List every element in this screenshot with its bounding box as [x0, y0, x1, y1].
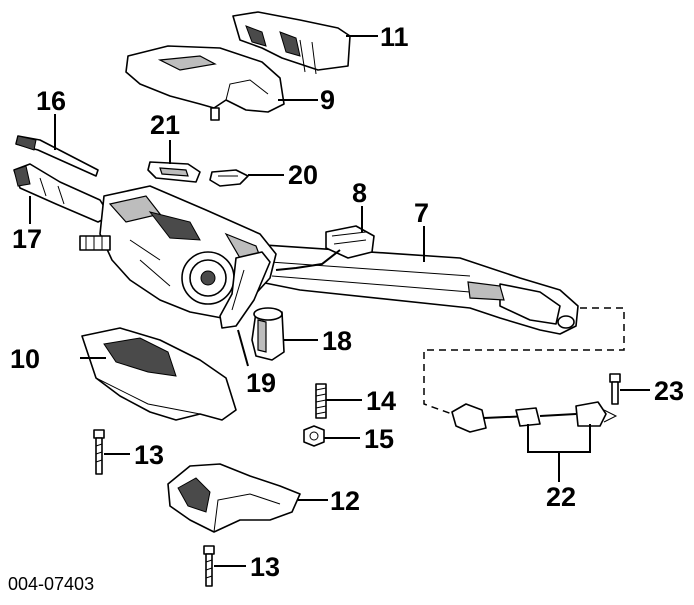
routing-dashed-line	[423, 307, 625, 415]
catalog-number: 004-07403	[8, 574, 94, 594]
part-13-bolt-upper	[93, 429, 105, 475]
leader-lines	[29, 35, 650, 567]
callout-18: 18	[322, 326, 352, 356]
part-7-column-tube	[249, 243, 579, 335]
callout-16: 16	[36, 86, 66, 116]
part-19-plate	[219, 251, 271, 329]
part-20-clip	[209, 169, 249, 187]
callout-17: 17	[12, 224, 42, 254]
part-10-lower-shroud	[81, 327, 237, 421]
callout-12: 12	[330, 486, 360, 516]
part-18-knob	[251, 307, 285, 361]
part-12-lower-cover	[167, 463, 301, 533]
callout-21: 21	[150, 110, 180, 140]
column-head-assembly	[79, 185, 277, 319]
part-8-housing	[275, 225, 375, 271]
part-13-bolt-lower	[203, 545, 215, 587]
callout-14: 14	[366, 386, 396, 416]
callout-19: 19	[246, 368, 276, 398]
part-11-upper-cover	[232, 11, 351, 75]
callout-labels: 11 9 16 21 20 8 7 17 18 10 19 14 15 23 1…	[10, 22, 684, 582]
callout-20: 20	[288, 160, 318, 190]
part-22-cable-assembly	[451, 401, 618, 433]
callout-7: 7	[414, 198, 429, 228]
callout-15: 15	[364, 424, 394, 454]
part-14-stud	[315, 383, 327, 419]
part-9-upper-shroud	[125, 45, 285, 121]
callout-9: 9	[320, 85, 335, 115]
part-15-nut	[303, 425, 325, 447]
part-16-lever-rod	[15, 135, 99, 177]
callout-23: 23	[654, 376, 684, 406]
part-23-screw	[609, 373, 621, 405]
callout-22: 22	[546, 482, 576, 512]
callout-13-lower: 13	[250, 552, 280, 582]
callout-11: 11	[380, 22, 409, 52]
callout-13-upper: 13	[134, 440, 164, 470]
callout-10: 10	[10, 344, 40, 374]
callout-8: 8	[352, 178, 367, 208]
part-21-bracket	[147, 161, 201, 183]
